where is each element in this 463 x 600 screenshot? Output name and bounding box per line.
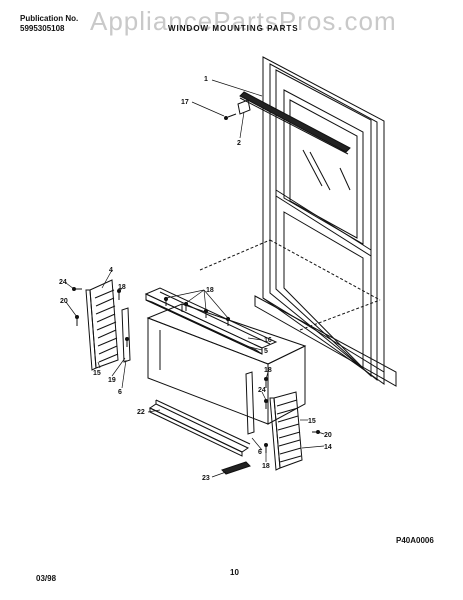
section-title: WINDOW MOUNTING PARTS (168, 24, 299, 33)
right-side-curtain (269, 391, 303, 471)
callout-24-left: 24 (59, 279, 67, 286)
drawing-code: P40A0006 (396, 536, 434, 545)
top-mounting-rail (239, 91, 351, 155)
callout-4: 4 (109, 267, 113, 274)
cabinet-sleeve (146, 303, 307, 425)
callout-17: 17 (181, 99, 189, 106)
callout-18-left: 18 (118, 284, 126, 291)
watermark: AppliancePartsPros.com (90, 6, 397, 36)
callout-19: 19 (108, 377, 116, 384)
callout-6-right: 6 (258, 449, 262, 456)
callout-20-left: 20 (60, 298, 68, 305)
callout-15-left: 15 (93, 370, 101, 377)
window-frame (254, 56, 397, 387)
callout-leaders (65, 79, 325, 478)
callout-20-right: 20 (324, 432, 332, 439)
callout-23: 23 (202, 475, 210, 482)
left-screws (72, 287, 129, 347)
left-curtain-frame (121, 307, 131, 363)
left-side-curtain (85, 279, 119, 371)
callout-1: 1 (204, 76, 208, 83)
callout-18-right: 18 (264, 367, 272, 374)
callout-22: 22 (137, 409, 145, 416)
right-screws (264, 377, 320, 453)
cabinet-outline (199, 239, 381, 331)
publication-number: 5995305108 (20, 24, 65, 33)
callout-2: 2 (237, 140, 241, 147)
sill-seal-gasket (221, 461, 251, 475)
bottom-support-rail (148, 399, 251, 457)
right-curtain-frame (245, 371, 255, 435)
top-rail-assembly (144, 287, 278, 355)
callout-16: 16 (264, 337, 272, 344)
revision-date: 03/98 (36, 574, 57, 583)
callout-14: 14 (324, 444, 332, 451)
sash-bracket (224, 99, 251, 120)
callout-5: 5 (264, 348, 268, 355)
callout-24-right: 24 (258, 387, 266, 394)
publication-label: Publication No. (20, 14, 79, 23)
callout-15-right: 15 (308, 418, 316, 425)
top-rail-screws (163, 296, 231, 326)
callout-18-rail: 18 (206, 287, 214, 294)
callout-6-left: 6 (118, 389, 122, 396)
callout-18-bottom: 18 (262, 463, 270, 470)
page-number: 10 (230, 568, 239, 577)
